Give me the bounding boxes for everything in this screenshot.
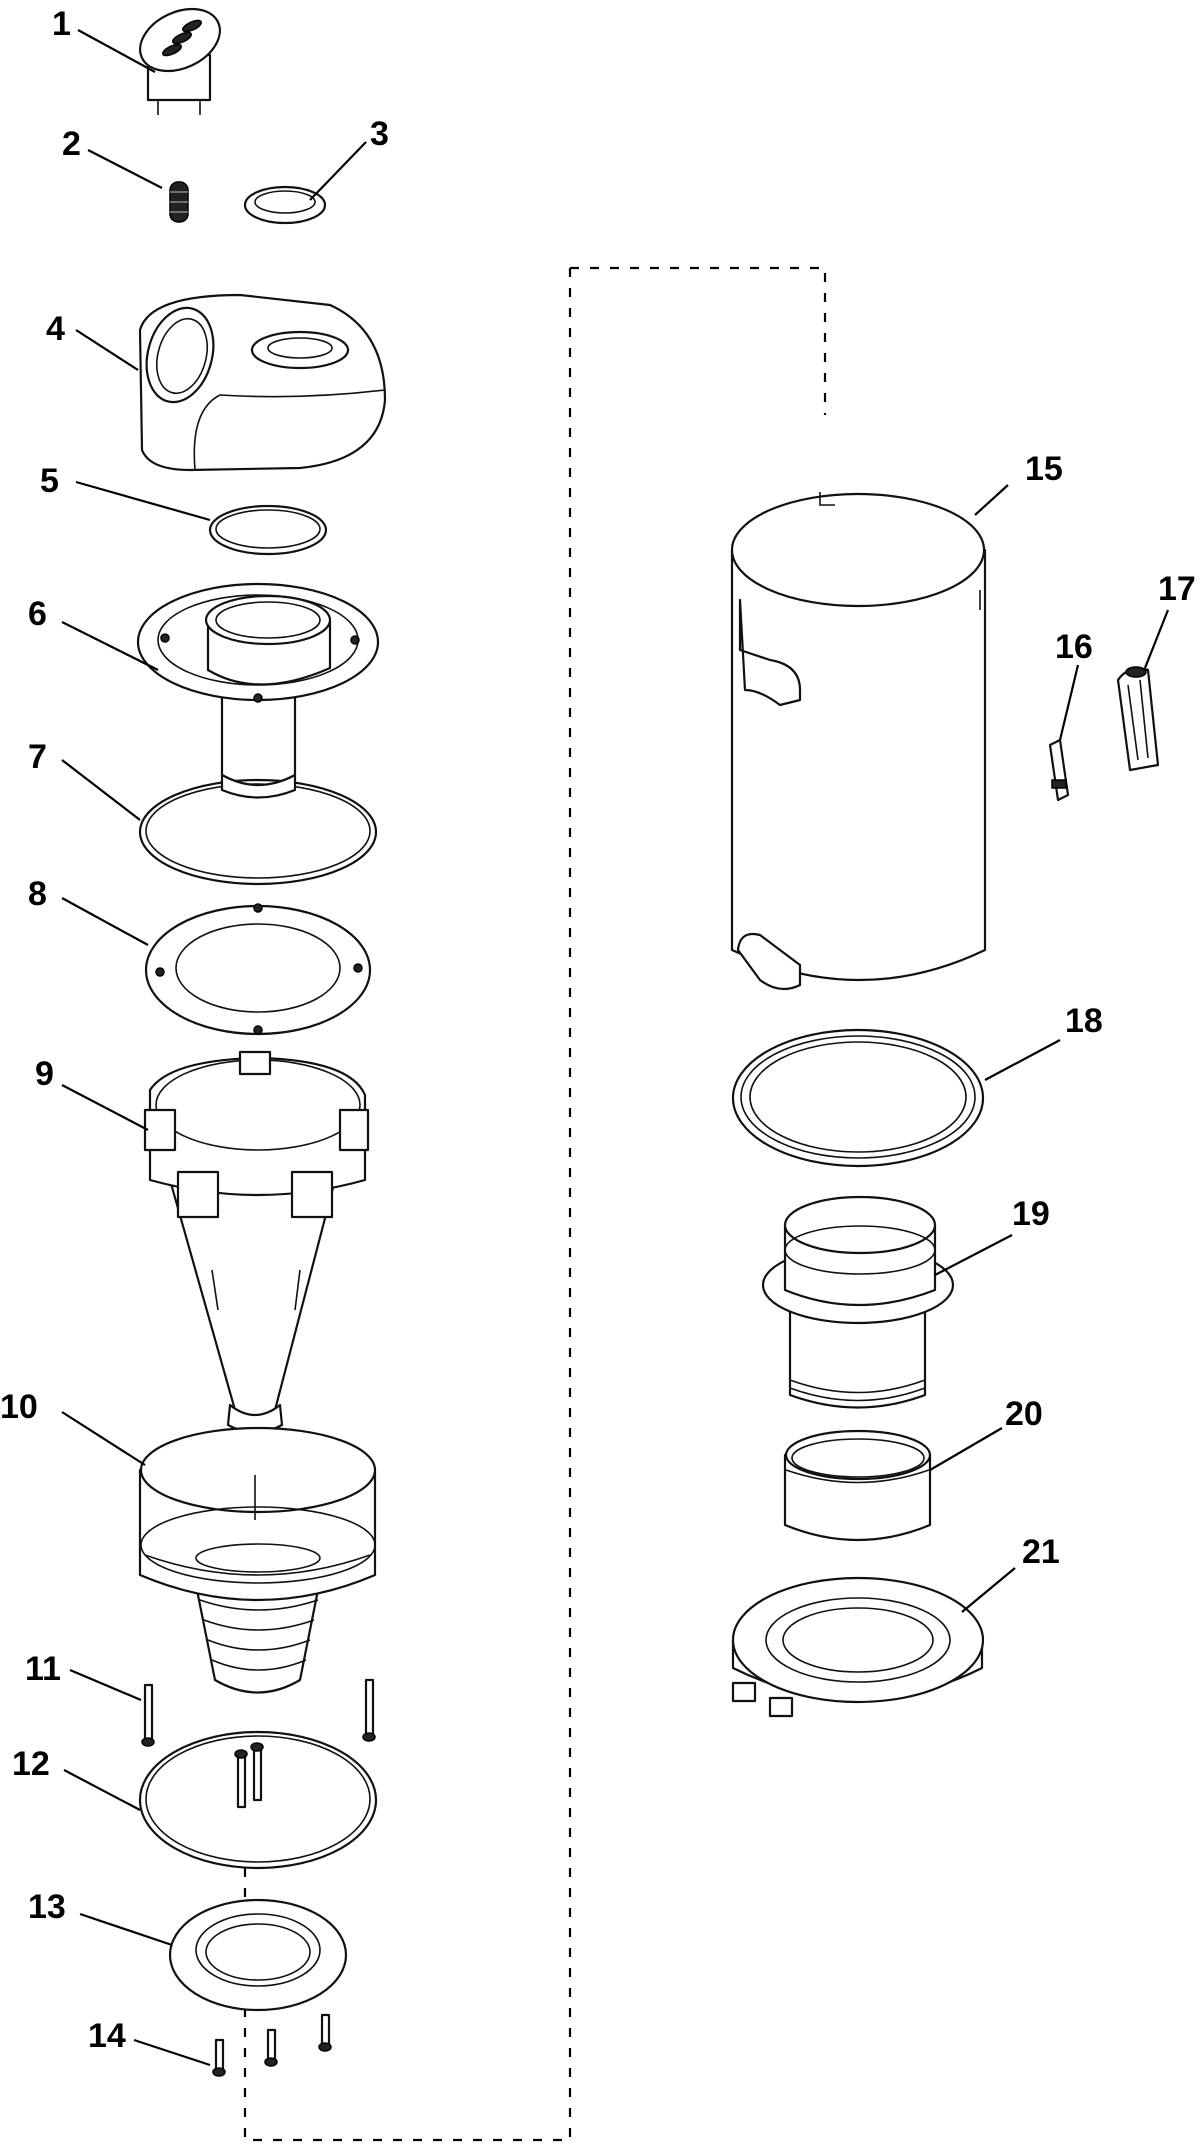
part-7-gasket [138,773,378,886]
label-part-4: 4 [46,310,65,348]
label-part-13: 13 [28,1888,66,1926]
part-14-screws [212,2013,332,2077]
part-5-o-ring [208,504,328,556]
label-part-11: 11 [25,1650,61,1688]
label-part-18: 18 [1065,1002,1103,1040]
label-part-2: 2 [62,125,81,163]
part-9-cyclone-cone [143,1050,370,1434]
label-part-1: 1 [52,5,71,43]
label-part-16: 16 [1055,628,1093,666]
assembly-dashed-line [243,266,827,2142]
label-part-3: 3 [370,115,389,153]
part-16-clip [1048,738,1070,802]
label-part-5: 5 [40,462,59,500]
label-part-19: 19 [1012,1195,1050,1233]
part-17-latch [1116,666,1160,772]
label-part-14: 14 [88,2017,126,2055]
part-3-seal-ring [243,185,327,225]
part-8-flat-ring [144,903,372,1036]
label-part-9: 9 [35,1055,54,1093]
part-13-base-plate [168,1898,348,2012]
part-4-top-housing [138,293,387,472]
part-12-ring [138,1730,378,1870]
label-part-7: 7 [28,738,47,776]
part-labels: 1 2 3 4 5 6 7 8 9 10 11 12 13 14 15 16 1… [0,5,1196,2055]
part-19-filter-housing [761,1195,955,1409]
part-1-cap [139,7,221,115]
label-part-15: 15 [1025,450,1063,488]
label-part-12: 12 [12,1745,50,1783]
part-6-flange [136,582,380,786]
leader-lines [61,29,1170,2067]
label-part-17: 17 [1158,570,1196,608]
label-part-10: 10 [0,1388,38,1426]
part-11-screws [141,1678,376,1809]
part-20-filter-ring [783,1429,932,1542]
label-part-20: 20 [1005,1395,1043,1433]
label-part-21: 21 [1022,1533,1060,1571]
label-part-6: 6 [28,595,47,633]
part-18-seal [731,1028,985,1168]
label-part-8: 8 [28,875,47,913]
part-2-spring [169,181,189,223]
part-15-canister [730,492,987,991]
part-21-base-ring [731,1576,985,1718]
part-10-dirt-cup [138,1426,377,1694]
